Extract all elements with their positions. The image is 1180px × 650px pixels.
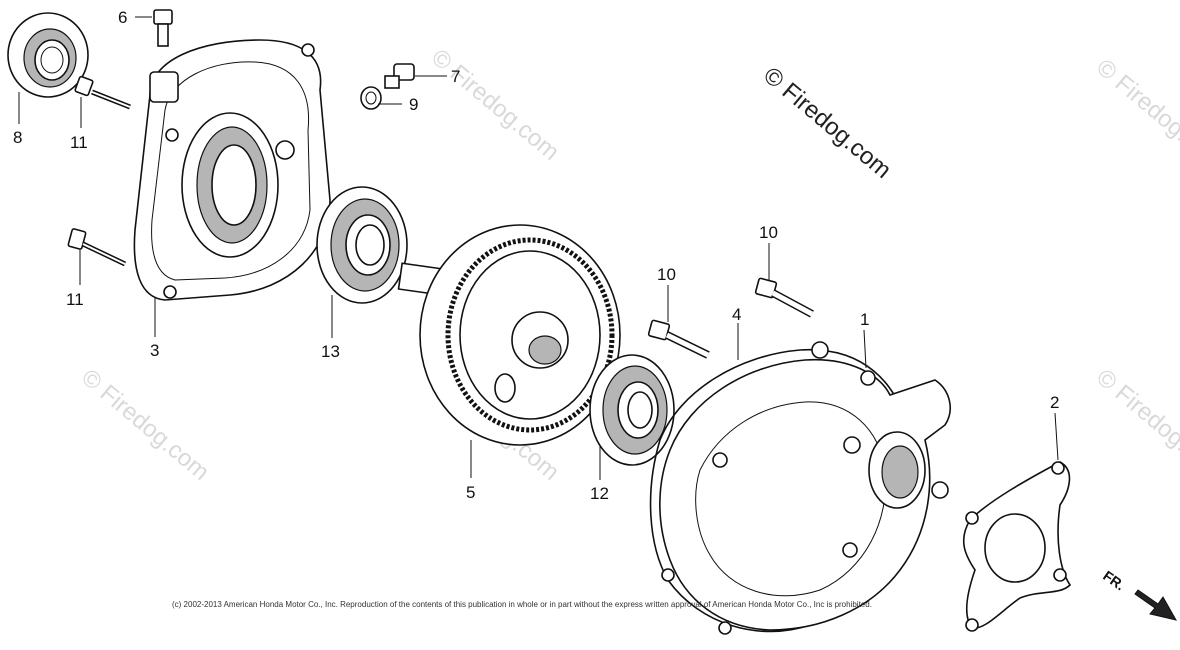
copyright-notice: (c) 2002-2013 American Honda Motor Co., … <box>172 600 872 609</box>
callout-11-upper: 11 <box>70 133 88 152</box>
callout-8: 8 <box>13 128 22 147</box>
callout-12: 12 <box>590 484 609 503</box>
callout-2: 2 <box>1050 393 1059 412</box>
callout-13: 13 <box>321 342 340 361</box>
callout-9: 9 <box>409 95 418 114</box>
front-direction-indicator: FR. <box>1100 567 1177 621</box>
part-6-bolt[interactable] <box>153 9 173 47</box>
part-8-oil-seal[interactable] <box>7 12 89 98</box>
callout-3: 3 <box>150 341 159 360</box>
watermark-faint: © Firedog.com <box>426 44 564 166</box>
callout-6: 6 <box>118 8 127 27</box>
part-13-bearing[interactable] <box>316 186 408 304</box>
part-3-housing[interactable] <box>133 39 331 301</box>
watermark-faint: © Firedog.com <box>1091 364 1180 486</box>
watermark-main: © Firedog.com <box>758 62 896 184</box>
callout-5: 5 <box>466 483 475 502</box>
callout-4: 4 <box>732 305 741 324</box>
part-11-bolt-lower[interactable] <box>67 228 127 267</box>
part-11-bolt-upper[interactable] <box>74 75 131 110</box>
part-1-cover-case[interactable] <box>659 341 951 635</box>
part-2-flange-plate[interactable] <box>962 461 1072 632</box>
callout-10-right: 10 <box>759 223 778 242</box>
part-9-washer[interactable] <box>360 86 382 110</box>
watermark-faint: © Firedog.com <box>1091 54 1180 176</box>
callout-11-lower: 11 <box>66 290 84 309</box>
watermark-faint: © Firedog.com <box>76 364 214 486</box>
callout-1: 1 <box>860 310 869 329</box>
front-arrow-icon <box>1134 589 1177 621</box>
part-7-bolt[interactable] <box>384 63 415 89</box>
part-5-gear-shaft[interactable] <box>397 224 621 446</box>
leader-lines <box>18 16 1059 480</box>
part-10-bolt-left[interactable] <box>647 319 710 359</box>
callout-10-left: 10 <box>657 265 676 284</box>
part-12-bearing[interactable] <box>589 354 675 466</box>
callout-7: 7 <box>451 67 460 86</box>
part-10-bolt-right[interactable] <box>754 277 814 318</box>
front-direction-label: FR. <box>1100 567 1128 593</box>
